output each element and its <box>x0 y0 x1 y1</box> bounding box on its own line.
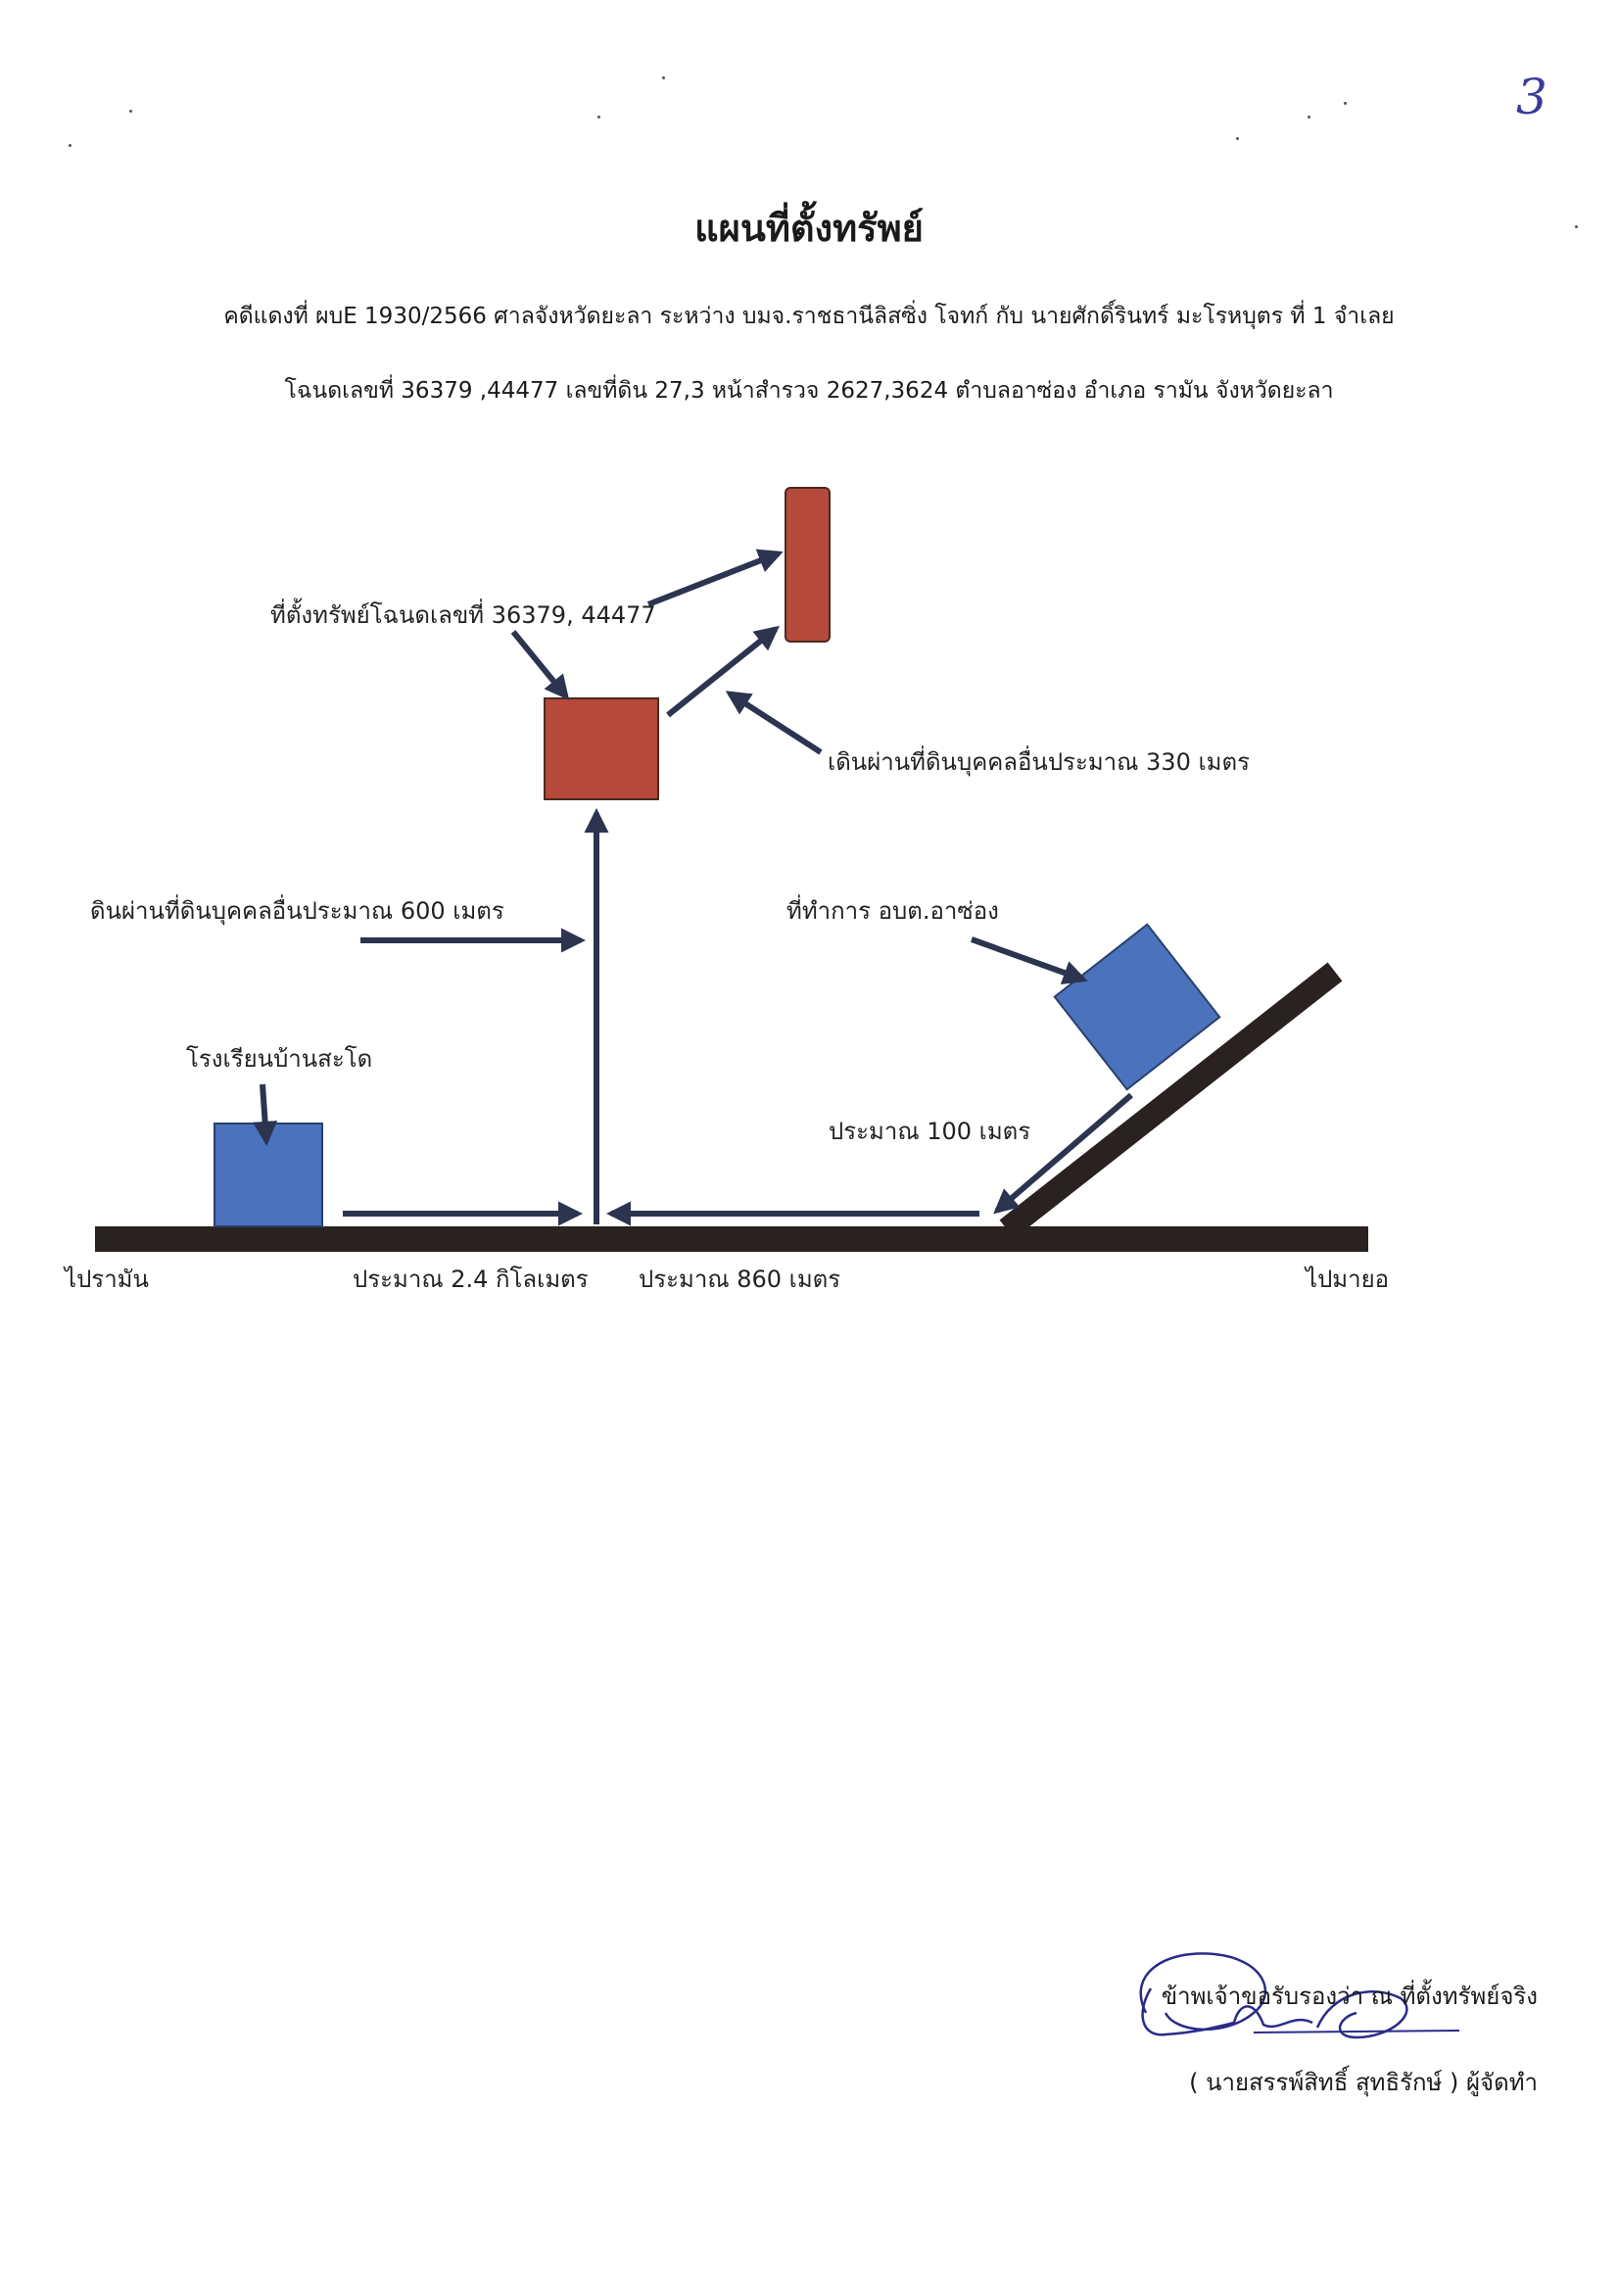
school-building <box>214 1123 323 1227</box>
page-title: แผนที่ตั้งทรัพย์ <box>694 207 924 250</box>
scan-speck <box>597 116 600 119</box>
arrow-to-tall-plot-top <box>646 549 784 607</box>
property-plot-tall <box>785 487 831 643</box>
label-2-4km: ประมาณ 2.4 กิโลเมตร <box>353 1266 589 1293</box>
label-school: โรงเรียนบ้านสะโด <box>186 1045 373 1073</box>
deed-line: โฉนดเลขที่ 36379 ,44477 เลขที่ดิน 27,3 ห… <box>284 378 1334 404</box>
scan-speck <box>662 76 665 79</box>
label-property-location: ที่ตั้งทรัพย์โฉนดเลขที่ 36379, 44477 <box>270 601 656 629</box>
scan-speck <box>1236 137 1239 140</box>
scan-speck <box>69 144 71 147</box>
label-walk-330m: เดินผ่านที่ดินบุคคลอื่นประมาณ 330 เมตร <box>828 748 1250 776</box>
scan-speck <box>129 110 132 113</box>
label-100m: ประมาณ 100 เมตร <box>829 1118 1031 1145</box>
case-line: คดีแดงที่ ผบE 1930/2566 ศาลจังหวัดยะลา ร… <box>223 304 1395 329</box>
preparer-name: ( นายสรรพ์สิทธิ์ สุทธิรักษ์ ) ผู้จัดทำ <box>1189 2069 1538 2096</box>
label-to-mayo: ไปมายอ <box>1306 1266 1390 1293</box>
label-tao-office: ที่ทำการ อบต.อาซ่อง <box>786 897 999 925</box>
arrow-property-label <box>510 630 570 700</box>
signature <box>1139 1952 1459 2039</box>
scan-speck <box>1308 116 1310 119</box>
label-walk-600m: ดินผ่านที่ดินบุคคลอื่นประมาณ 600 เมตร <box>90 897 504 925</box>
arrow-walk-330 <box>725 691 823 755</box>
diagonal-road <box>999 962 1343 1239</box>
office-building <box>1053 923 1221 1091</box>
page-number: 3 <box>1516 69 1547 125</box>
property-plot-square <box>544 697 659 800</box>
location-map-diagram <box>95 487 1368 1252</box>
arrow-office-to-road <box>993 1092 1133 1215</box>
arrow-office-label <box>970 936 1088 985</box>
certification-statement: ข้าพเจ้าขอรับรองว่า ณ ที่ตั้งทรัพย์จริง <box>1161 1983 1538 2010</box>
main-road <box>95 1226 1368 1252</box>
label-to-raman: ไปรามัน <box>65 1266 149 1293</box>
arrow-square-to-tall-plot <box>666 625 780 718</box>
label-860m: ประมาณ 860 เมตร <box>639 1266 841 1293</box>
scan-speck <box>1344 102 1347 105</box>
scan-speck <box>1575 225 1578 228</box>
arrow-school-label <box>253 1083 278 1147</box>
